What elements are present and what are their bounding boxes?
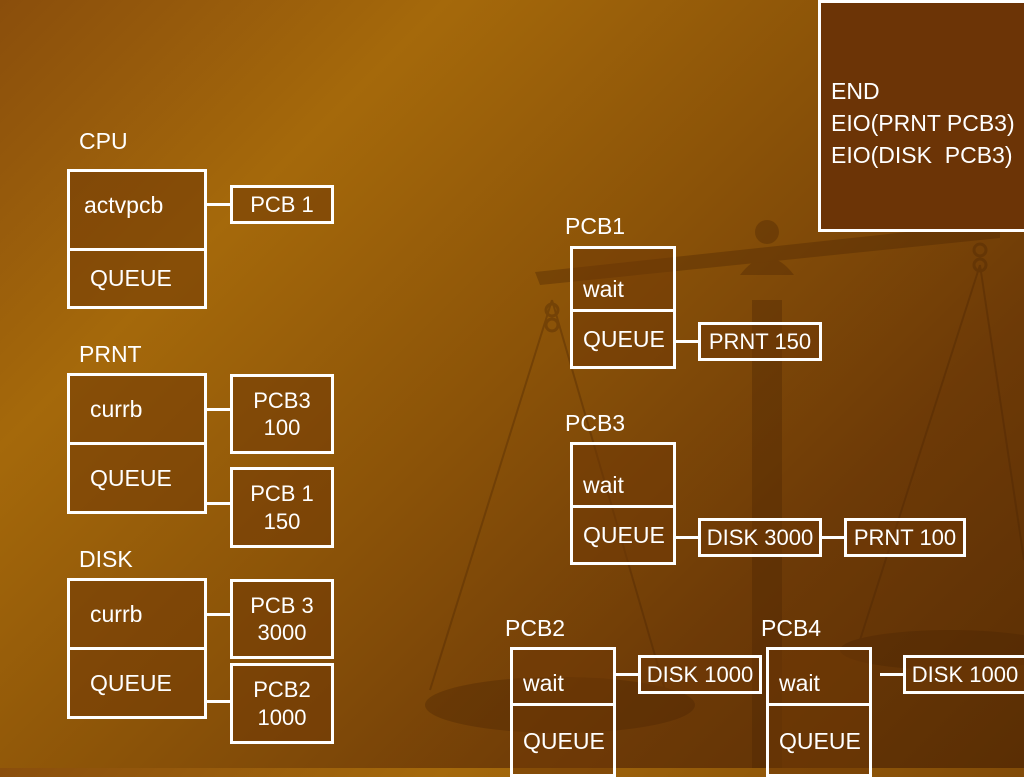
- cpu-actvpcb-cell: actvpcb: [84, 192, 164, 218]
- prnt-block: currb QUEUE: [67, 373, 207, 514]
- pcb4-wait-chip: DISK 1000: [903, 655, 1024, 694]
- pcb3-label: PCB3: [565, 410, 626, 436]
- prnt-queue-connector: [205, 502, 232, 505]
- cpu-queue-cell: QUEUE: [70, 247, 204, 307]
- pcb2-queue-cell: QUEUE: [513, 702, 613, 775]
- prnt-queue-cell: QUEUE: [70, 442, 204, 511]
- pcb3-queue-cell: QUEUE: [573, 505, 673, 562]
- disk-queue-cell: QUEUE: [70, 647, 204, 716]
- pcb1-queue-cell: QUEUE: [573, 309, 673, 366]
- prnt-currb-cell: currb: [90, 395, 143, 422]
- disk-label: DISK: [79, 546, 133, 572]
- end-line-2: EIO(PRNT PCB3): [831, 110, 1015, 136]
- disk-currb-connector: [205, 613, 232, 616]
- disk-queue-chip: PCB2 1000: [230, 663, 334, 744]
- pcb2-block: wait QUEUE: [510, 647, 616, 777]
- end-line-3: EIO(DISK PCB3): [831, 142, 1013, 168]
- end-line-1: END: [831, 78, 880, 104]
- pcb2-label: PCB2: [505, 615, 566, 641]
- pcb3-wait-cell: wait: [583, 472, 624, 498]
- pcb3-chain-connector: [820, 536, 847, 539]
- prnt-current-chip: PCB3 100: [230, 374, 334, 454]
- disk-queue-connector: [205, 700, 232, 703]
- pcb4-wait-cell: wait: [779, 669, 820, 696]
- prnt-label: PRNT: [79, 341, 142, 367]
- pcb3-queue-chip-2: PRNT 100: [844, 518, 966, 557]
- prnt-queue-chip: PCB 1 150: [230, 467, 334, 548]
- pcb4-block: wait QUEUE: [766, 647, 872, 777]
- pcb1-label: PCB1: [565, 213, 626, 239]
- pcb1-queue-connector: [674, 340, 701, 343]
- pcb3-block: wait QUEUE: [570, 442, 676, 565]
- pcb4-wait-connector: [880, 673, 906, 676]
- disk-current-chip: PCB 3 3000: [230, 579, 334, 659]
- prnt-currb-connector: [205, 408, 232, 411]
- cpu-label: CPU: [79, 128, 128, 154]
- pcb3-queue-chip-1: DISK 3000: [698, 518, 822, 557]
- end-eio-box: END EIO(PRNT PCB3) EIO(DISK PCB3): [818, 0, 1024, 232]
- disk-block: currb QUEUE: [67, 578, 207, 719]
- cpu-block: actvpcb QUEUE: [67, 169, 207, 309]
- pcb1-block: wait QUEUE: [570, 246, 676, 369]
- pcb4-queue-cell: QUEUE: [769, 702, 869, 775]
- pcb2-wait-connector: [614, 673, 641, 676]
- pcb1-queue-chip: PRNT 150: [698, 322, 822, 361]
- pcb4-label: PCB4: [761, 615, 822, 641]
- cpu-link-chip: PCB 1: [230, 185, 334, 224]
- cpu-link-connector: [205, 203, 232, 206]
- pcb2-wait-chip: DISK 1000: [638, 655, 762, 694]
- disk-currb-cell: currb: [90, 600, 143, 627]
- pcb3-queue-connector: [674, 536, 701, 539]
- pcb2-wait-cell: wait: [523, 669, 564, 696]
- pcb1-wait-cell: wait: [583, 276, 624, 302]
